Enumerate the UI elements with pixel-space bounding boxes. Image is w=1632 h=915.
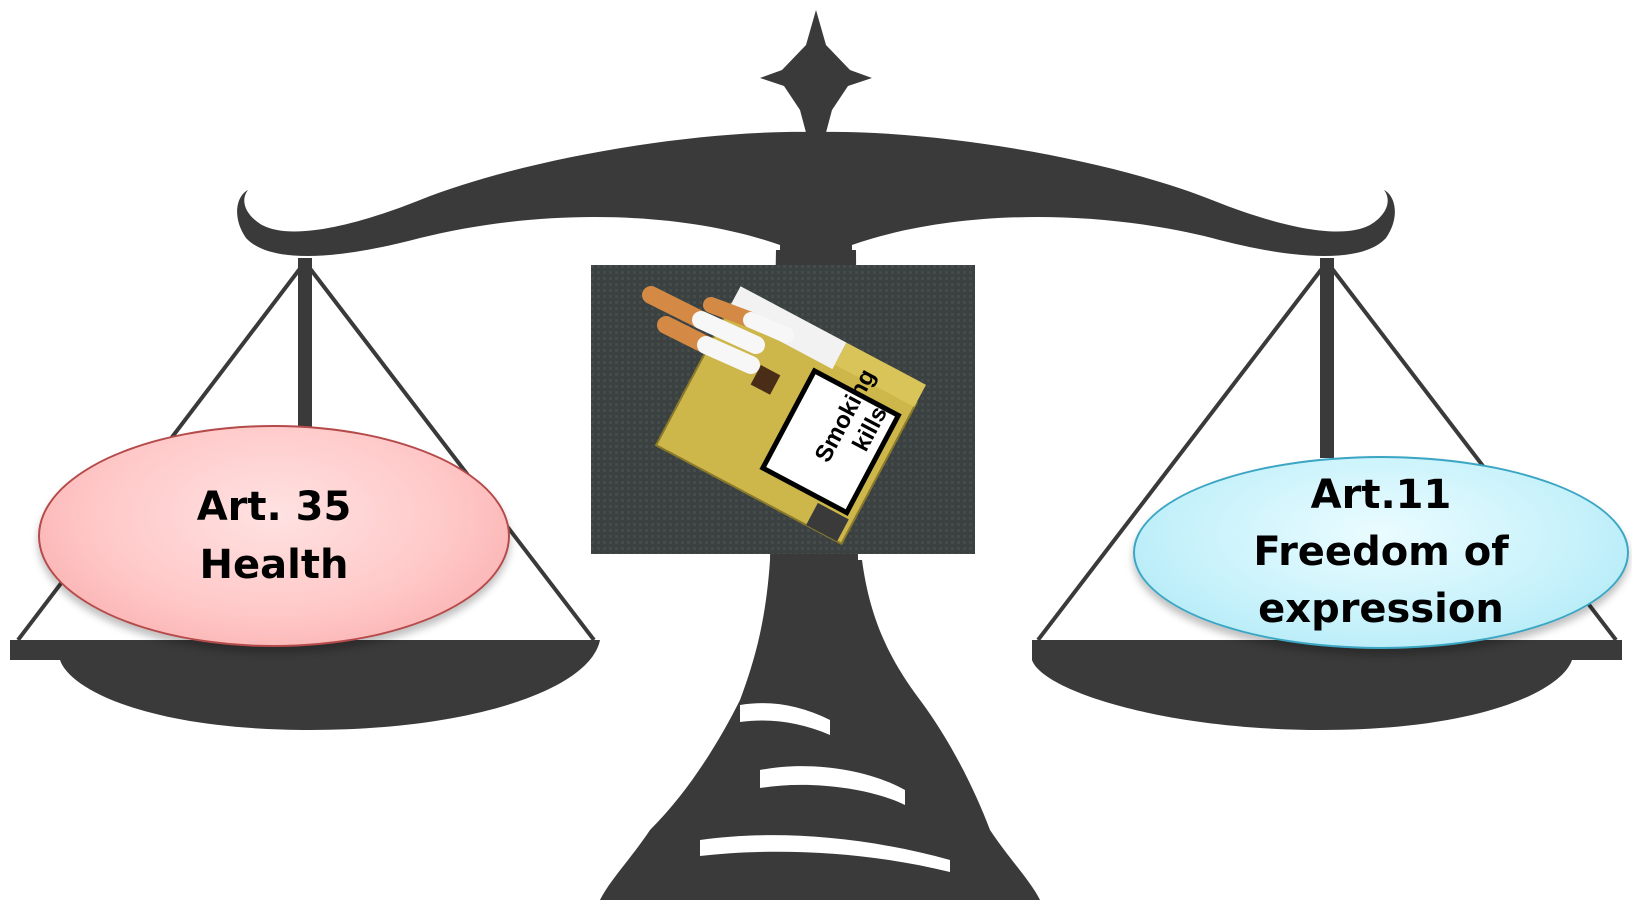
right-pill-line3: expression [1258,581,1504,638]
left-pill-line2: Health [200,536,349,594]
health-article-badge: Art. 35 Health [38,425,510,647]
scale-finial [760,10,872,140]
cigarette-pack-icon: Smoking kills [591,265,975,554]
right-pill-line2: Freedom of [1253,524,1508,581]
left-hanger-post [298,258,312,428]
expression-article-badge: Art.11 Freedom of expression [1133,456,1629,649]
cigarette-pack-photo: Smoking kills [591,265,975,554]
scale-beam [237,132,1395,262]
right-pill-line1: Art.11 [1311,467,1452,524]
right-hanger-post [1320,258,1334,458]
left-pill-line1: Art. 35 [197,478,352,536]
right-pan [1032,640,1622,730]
left-pan [10,640,600,730]
